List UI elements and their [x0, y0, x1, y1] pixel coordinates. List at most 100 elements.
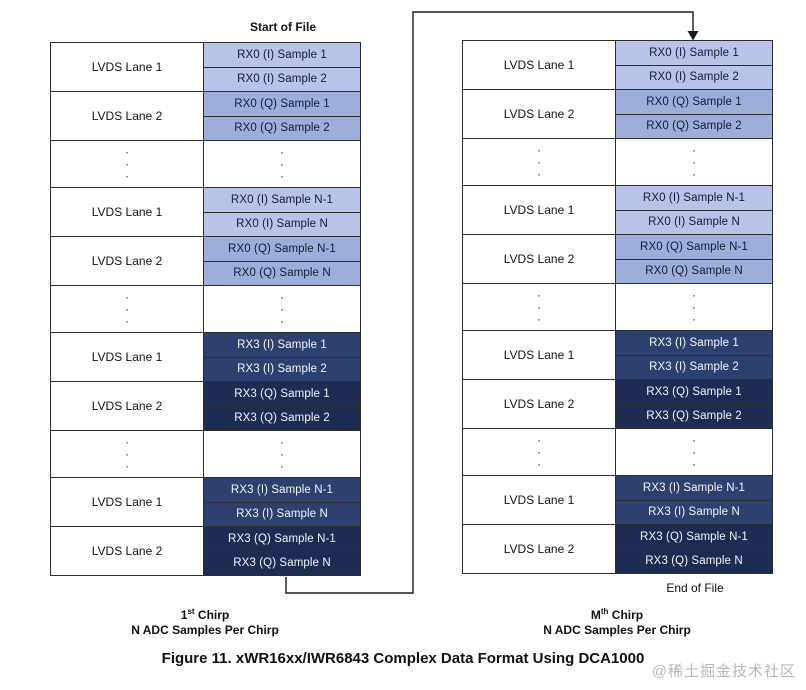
dot-glyph: · [537, 288, 541, 302]
continuation-dots: ··· [51, 141, 203, 187]
lvds-lane-label: LVDS Lane 2 [51, 382, 203, 430]
dot-glyph: · [537, 155, 541, 169]
dot-glyph: · [537, 312, 541, 326]
sample-cell: RX3 (Q) Sample N [616, 549, 772, 573]
chirp-ordinal-suffix: st [187, 607, 195, 616]
continuation-dots: ··· [463, 284, 615, 330]
dot-glyph: · [537, 143, 541, 157]
adc-samples-label: N ADC Samples Per Chirp [131, 623, 279, 637]
figure-caption: Figure 11. xWR16xx/IWR6843 Complex Data … [161, 650, 645, 667]
chirp-number: 1 [180, 608, 188, 622]
sample-cell: RX3 (I) Sample 1 [204, 333, 360, 357]
dot-glyph: · [537, 457, 541, 471]
dot-glyph: · [692, 457, 696, 471]
sample-cell: RX0 (I) Sample N [204, 212, 360, 236]
dot-glyph: · [125, 459, 129, 473]
sample-cell: RX0 (I) Sample N [616, 210, 772, 234]
continuation-dots: ··· [51, 286, 203, 332]
continuation-dots: ··· [616, 139, 772, 185]
sample-cell: RX0 (I) Sample N-1 [616, 186, 772, 210]
lvds-lane-label: LVDS Lane 1 [463, 476, 615, 524]
sample-cell: RX3 (Q) Sample 1 [204, 382, 360, 406]
sample-cell: RX0 (I) Sample 2 [204, 67, 360, 91]
sample-cell: RX3 (I) Sample N-1 [616, 476, 772, 500]
continuation-dots: ··· [204, 286, 360, 332]
sample-cell: RX0 (I) Sample 1 [204, 43, 360, 67]
sample-cell: RX0 (Q) Sample N [616, 259, 772, 283]
continuation-dots: ··· [463, 429, 615, 475]
dot-glyph: · [280, 145, 284, 159]
sample-cell: RX0 (I) Sample 2 [616, 65, 772, 89]
dot-glyph: · [280, 290, 284, 304]
dot-glyph: · [692, 300, 696, 314]
continuation-dots: ··· [616, 284, 772, 330]
sample-cell: RX0 (Q) Sample N-1 [616, 235, 772, 259]
dot-glyph: · [537, 167, 541, 181]
dot-glyph: · [692, 155, 696, 169]
end-of-file-label: End of File [666, 581, 724, 595]
first-chirp-title: 1st Chirp [85, 604, 325, 623]
start-of-file-label: Start of File [249, 20, 316, 34]
dot-glyph: · [692, 433, 696, 447]
adc-samples-label: N ADC Samples Per Chirp [543, 623, 691, 637]
dot-glyph: · [537, 300, 541, 314]
lvds-lane-label: LVDS Lane 2 [463, 380, 615, 428]
dot-glyph: · [692, 167, 696, 181]
continuation-dots: ··· [616, 429, 772, 475]
sample-cell: RX0 (Q) Sample N [204, 261, 360, 285]
lvds-lane-label: LVDS Lane 1 [463, 331, 615, 379]
dot-glyph: · [692, 143, 696, 157]
dot-glyph: · [280, 169, 284, 183]
chirp-ordinal-suffix: th [600, 607, 609, 616]
lvds-lane-label: LVDS Lane 2 [463, 90, 615, 138]
lvds-lane-label: LVDS Lane 2 [51, 527, 203, 575]
continuation-dots: ··· [51, 431, 203, 477]
sample-cell: RX0 (Q) Sample 2 [204, 116, 360, 140]
first-chirp-caption: 1st Chirp N ADC Samples Per Chirp [85, 604, 325, 638]
lvds-lane-label: LVDS Lane 1 [463, 41, 615, 89]
sample-cell: RX3 (I) Sample 2 [616, 355, 772, 379]
sample-cell: RX3 (Q) Sample 1 [616, 380, 772, 404]
dot-glyph: · [125, 169, 129, 183]
lvds-lane-label: LVDS Lane 2 [51, 237, 203, 285]
sample-cell: RX3 (I) Sample N [204, 502, 360, 526]
chirp-number: M [590, 608, 601, 622]
sample-cell: RX3 (Q) Sample 2 [616, 404, 772, 428]
sample-cell: RX3 (Q) Sample N [204, 551, 360, 575]
lvds-lane-label: LVDS Lane 2 [463, 235, 615, 283]
chirp-word: Chirp [194, 608, 230, 622]
dot-glyph: · [280, 314, 284, 328]
sample-cell: RX3 (I) Sample 1 [616, 331, 772, 355]
mth-chirp-title: Mth Chirp [497, 604, 737, 623]
lvds-lane-label: LVDS Lane 1 [463, 186, 615, 234]
sample-cell: RX0 (Q) Sample 1 [616, 90, 772, 114]
chirp-word: Chirp [608, 608, 644, 622]
dot-glyph: · [125, 435, 129, 449]
sample-cell: RX3 (I) Sample 2 [204, 357, 360, 381]
dot-glyph: · [125, 302, 129, 316]
sample-cell: RX0 (I) Sample 1 [616, 41, 772, 65]
sample-cell: RX3 (Q) Sample 2 [204, 406, 360, 430]
mth-chirp-caption: Mth Chirp N ADC Samples Per Chirp [497, 604, 737, 638]
dot-glyph: · [125, 447, 129, 461]
dot-glyph: · [280, 435, 284, 449]
dot-glyph: · [125, 157, 129, 171]
sample-cell: RX3 (I) Sample N [616, 500, 772, 524]
sample-cell: RX0 (Q) Sample N-1 [204, 237, 360, 261]
lvds-lane-label: LVDS Lane 2 [51, 92, 203, 140]
lvds-lane-label: LVDS Lane 1 [51, 188, 203, 236]
lvds-lane-label: LVDS Lane 1 [51, 333, 203, 381]
dot-glyph: · [280, 302, 284, 316]
sample-cell: RX3 (Q) Sample N-1 [616, 525, 772, 549]
dot-glyph: · [125, 290, 129, 304]
continuation-dots: ··· [204, 431, 360, 477]
sample-cell: RX0 (Q) Sample 2 [616, 114, 772, 138]
lvds-lane-label: LVDS Lane 1 [51, 43, 203, 91]
continuation-dots: ··· [463, 139, 615, 185]
sample-cell: RX3 (I) Sample N-1 [204, 478, 360, 502]
dot-glyph: · [280, 157, 284, 171]
dot-glyph: · [125, 145, 129, 159]
